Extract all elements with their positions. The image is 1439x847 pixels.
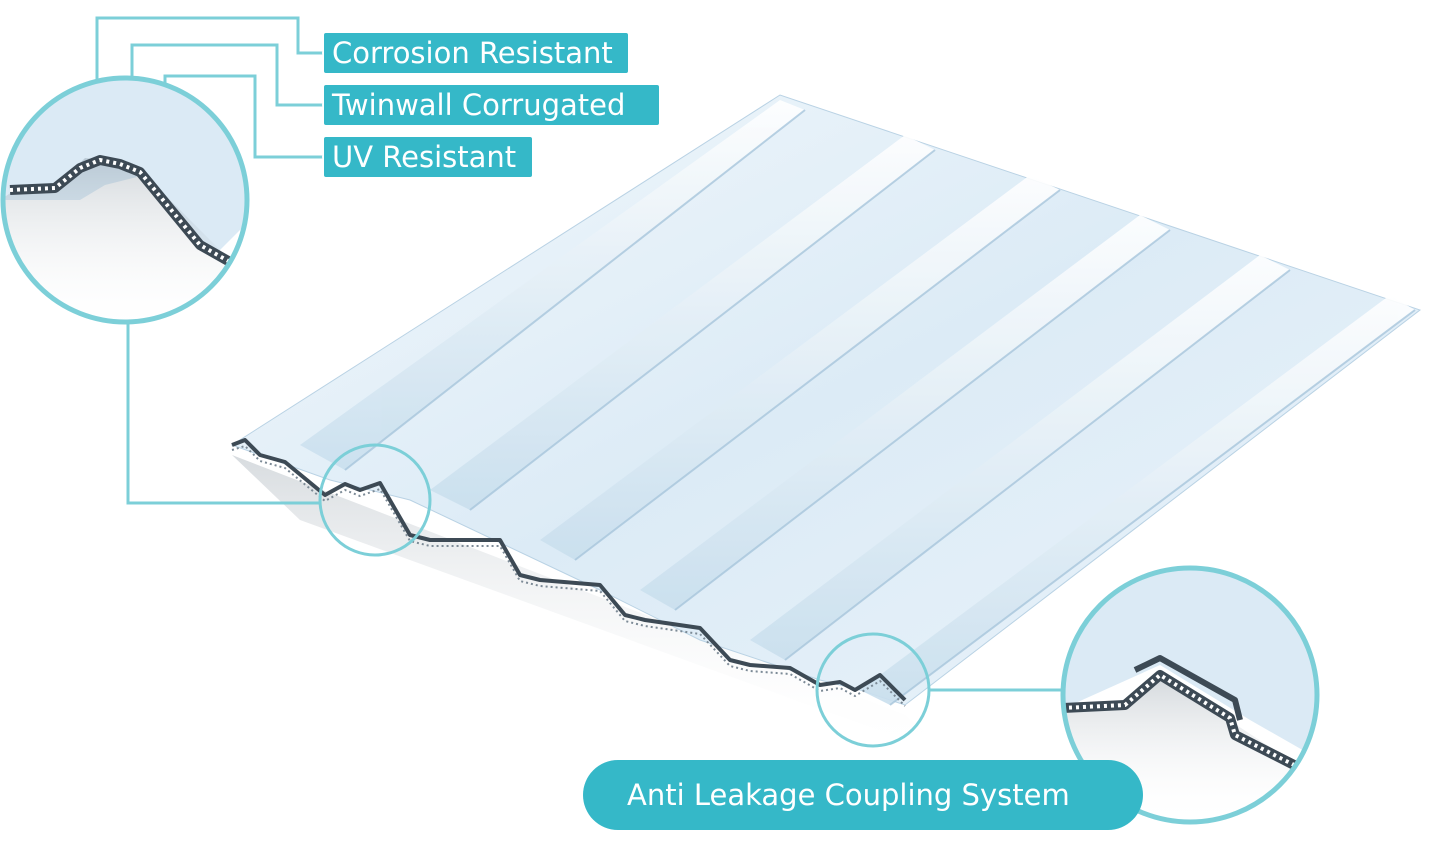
magnified-profile-frame <box>0 75 250 325</box>
corrugated-sheet <box>230 94 1422 760</box>
magnified-profile-detail <box>3 78 247 322</box>
sheet-front-edge <box>231 438 907 702</box>
zoom-marker-profile <box>318 443 432 557</box>
label-corrosion-resistant: Corrosion Resistant <box>324 33 628 73</box>
sheet-shadow <box>232 455 960 760</box>
label-twinwall-corrugated: Twinwall Corrugated <box>324 85 659 125</box>
sheet-rib-shading <box>344 109 1416 706</box>
magnified-coupling-frame <box>1060 565 1320 825</box>
label-uv-resistant: UV Resistant <box>324 137 532 177</box>
coupling-system-callout: Anti Leakage Coupling System <box>583 760 1143 830</box>
sheet-ribs <box>300 100 1415 705</box>
